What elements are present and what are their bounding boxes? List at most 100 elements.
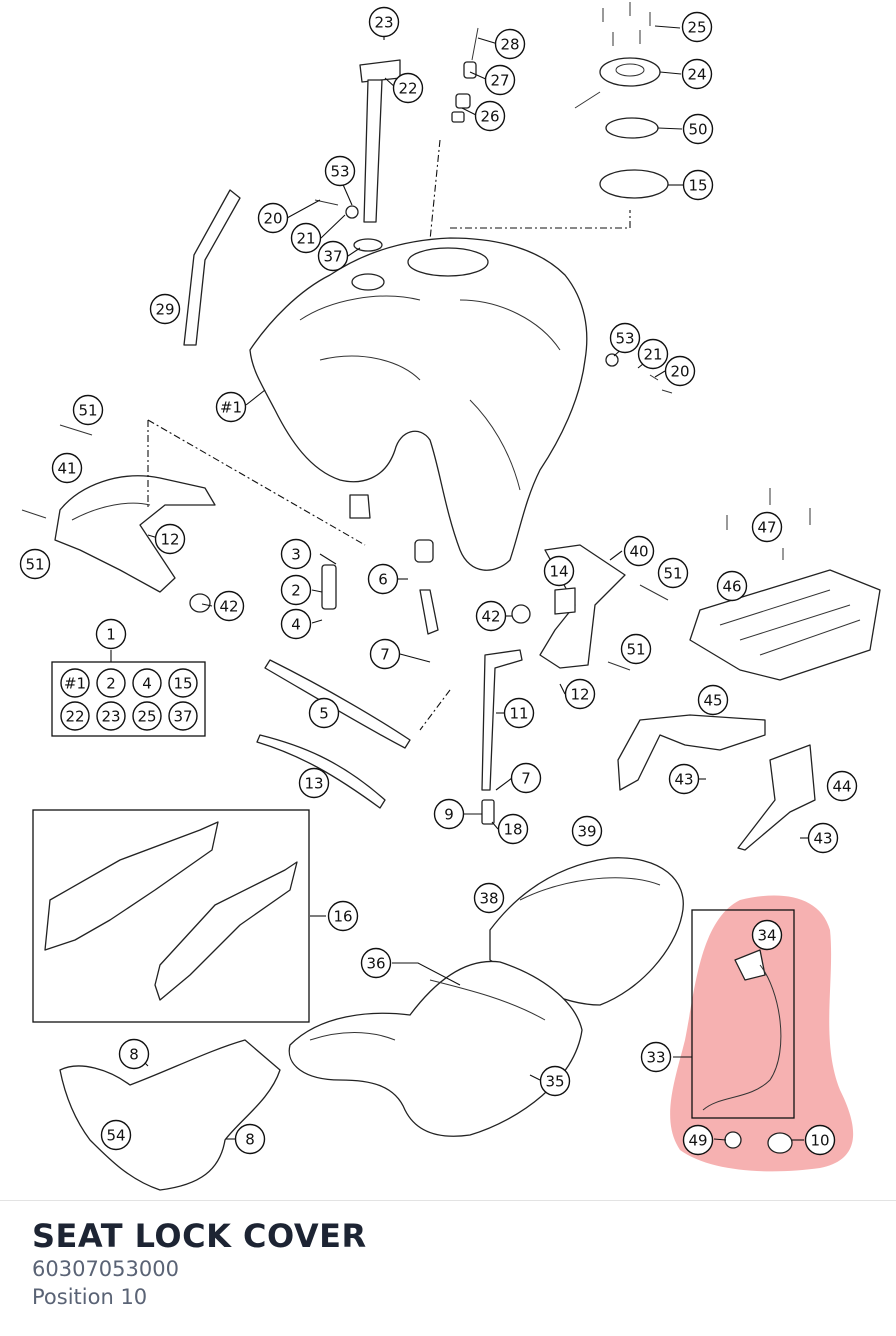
callout-label: 5: [319, 705, 329, 723]
group-table-item[interactable]: 4: [132, 668, 162, 698]
callout-51[interactable]: 51: [620, 633, 652, 665]
callout-51[interactable]: 51: [72, 394, 104, 426]
callout-43[interactable]: 43: [807, 822, 839, 854]
callout-51[interactable]: 51: [657, 557, 689, 589]
callout-50[interactable]: 50: [682, 113, 714, 145]
group-table-item[interactable]: 23: [96, 701, 126, 731]
group-table-item[interactable]: 2: [96, 668, 126, 698]
callout-hash1[interactable]: #1: [215, 391, 247, 423]
callout-47[interactable]: 47: [751, 511, 783, 543]
callout-28[interactable]: 28: [494, 28, 526, 60]
callout-51[interactable]: 51: [19, 548, 51, 580]
callout-39[interactable]: 39: [571, 815, 603, 847]
callout-38[interactable]: 38: [473, 882, 505, 914]
callout-45[interactable]: 45: [697, 684, 729, 716]
group-table-label: 37: [173, 708, 192, 726]
callout-6[interactable]: 6: [367, 563, 399, 595]
vent-valve[interactable]: [451, 27, 479, 123]
callout-43[interactable]: 43: [668, 763, 700, 795]
callout-9[interactable]: 9: [433, 798, 465, 830]
callout-20[interactable]: 20: [664, 355, 696, 387]
hose-29[interactable]: [183, 189, 241, 346]
callout-46[interactable]: 46: [716, 570, 748, 602]
callout-label: 21: [643, 346, 662, 364]
callout-53[interactable]: 53: [324, 155, 356, 187]
callout-12[interactable]: 12: [154, 523, 186, 555]
callout-27[interactable]: 27: [484, 64, 516, 96]
part-position: Position 10: [32, 1285, 148, 1309]
callout-label: 51: [663, 565, 682, 583]
small-hardware: [21, 199, 811, 671]
callout-label: 42: [481, 608, 500, 626]
callout-26[interactable]: 26: [474, 100, 506, 132]
callout-label: 39: [577, 823, 596, 841]
luggage-carrier-46[interactable]: [689, 569, 881, 681]
callout-10[interactable]: 10: [804, 1124, 836, 1156]
callout-4[interactable]: 4: [280, 608, 312, 640]
group-table-item[interactable]: #1: [60, 668, 90, 698]
callout-7[interactable]: 7: [510, 762, 542, 794]
fuel-pump-parts[interactable]: [256, 539, 523, 825]
callout-40[interactable]: 40: [623, 535, 655, 567]
bracket-41[interactable]: [54, 475, 216, 593]
callout-12[interactable]: 12: [564, 678, 596, 710]
callout-37[interactable]: 37: [317, 240, 349, 272]
callout-8[interactable]: 8: [234, 1123, 266, 1155]
callout-label: 51: [25, 556, 44, 574]
callout-label: 13: [304, 775, 323, 793]
callout-13[interactable]: 13: [298, 767, 330, 799]
callout-8[interactable]: 8: [118, 1038, 150, 1070]
callout-33[interactable]: 33: [640, 1041, 672, 1073]
bracket-44[interactable]: [737, 744, 816, 851]
callout-21[interactable]: 21: [290, 222, 322, 254]
callout-label: 26: [480, 108, 499, 126]
callout-53[interactable]: 53: [609, 322, 641, 354]
callout-42[interactable]: 42: [213, 590, 245, 622]
group-table-item[interactable]: 37: [168, 701, 198, 731]
callout-15[interactable]: 15: [682, 169, 714, 201]
group-table-item[interactable]: 15: [168, 668, 198, 698]
callout-41[interactable]: 41: [51, 452, 83, 484]
callout-42[interactable]: 42: [475, 600, 507, 632]
tank-cap-assembly[interactable]: [574, 57, 669, 199]
front-seat-35[interactable]: [288, 960, 583, 1137]
callout-36[interactable]: 36: [360, 947, 392, 979]
callout-35[interactable]: 35: [539, 1065, 571, 1097]
callout-21[interactable]: 21: [637, 338, 669, 370]
seat-lock-parts[interactable]: [702, 949, 793, 1154]
callout-49[interactable]: 49: [682, 1124, 714, 1156]
callout-44[interactable]: 44: [826, 770, 858, 802]
callout-20[interactable]: 20: [257, 202, 289, 234]
callout-16[interactable]: 16: [327, 900, 359, 932]
group-table-item[interactable]: 25: [132, 701, 162, 731]
group-table-label: 25: [137, 708, 156, 726]
callout-3[interactable]: 3: [280, 538, 312, 570]
seat-base-54[interactable]: [59, 1039, 281, 1191]
group-table-item[interactable]: 22: [60, 701, 90, 731]
callout-7[interactable]: 7: [369, 638, 401, 670]
callout-label: 22: [398, 80, 417, 98]
callout-23[interactable]: 23: [368, 6, 400, 38]
callout-1[interactable]: 1: [95, 618, 127, 650]
callout-25[interactable]: 25: [681, 11, 713, 43]
callout-18[interactable]: 18: [497, 813, 529, 845]
callout-label: 1: [106, 626, 116, 644]
callout-14[interactable]: 14: [543, 555, 575, 587]
callout-22[interactable]: 22: [392, 72, 424, 104]
grab-handle-45[interactable]: [617, 714, 766, 791]
callout-5[interactable]: 5: [308, 697, 340, 729]
group-table-label: 22: [65, 708, 84, 726]
callout-24[interactable]: 24: [681, 58, 713, 90]
callout-label: 51: [626, 641, 645, 659]
callout-11[interactable]: 11: [503, 697, 535, 729]
side-covers-16[interactable]: [44, 821, 298, 1001]
callout-54[interactable]: 54: [100, 1119, 132, 1151]
callout-2[interactable]: 2: [280, 574, 312, 606]
filler-neck[interactable]: [359, 59, 401, 223]
fuel-tank[interactable]: [249, 237, 588, 571]
callout-34[interactable]: 34: [751, 919, 783, 951]
callout-29[interactable]: 29: [149, 293, 181, 325]
callout-label: 10: [810, 1132, 829, 1150]
